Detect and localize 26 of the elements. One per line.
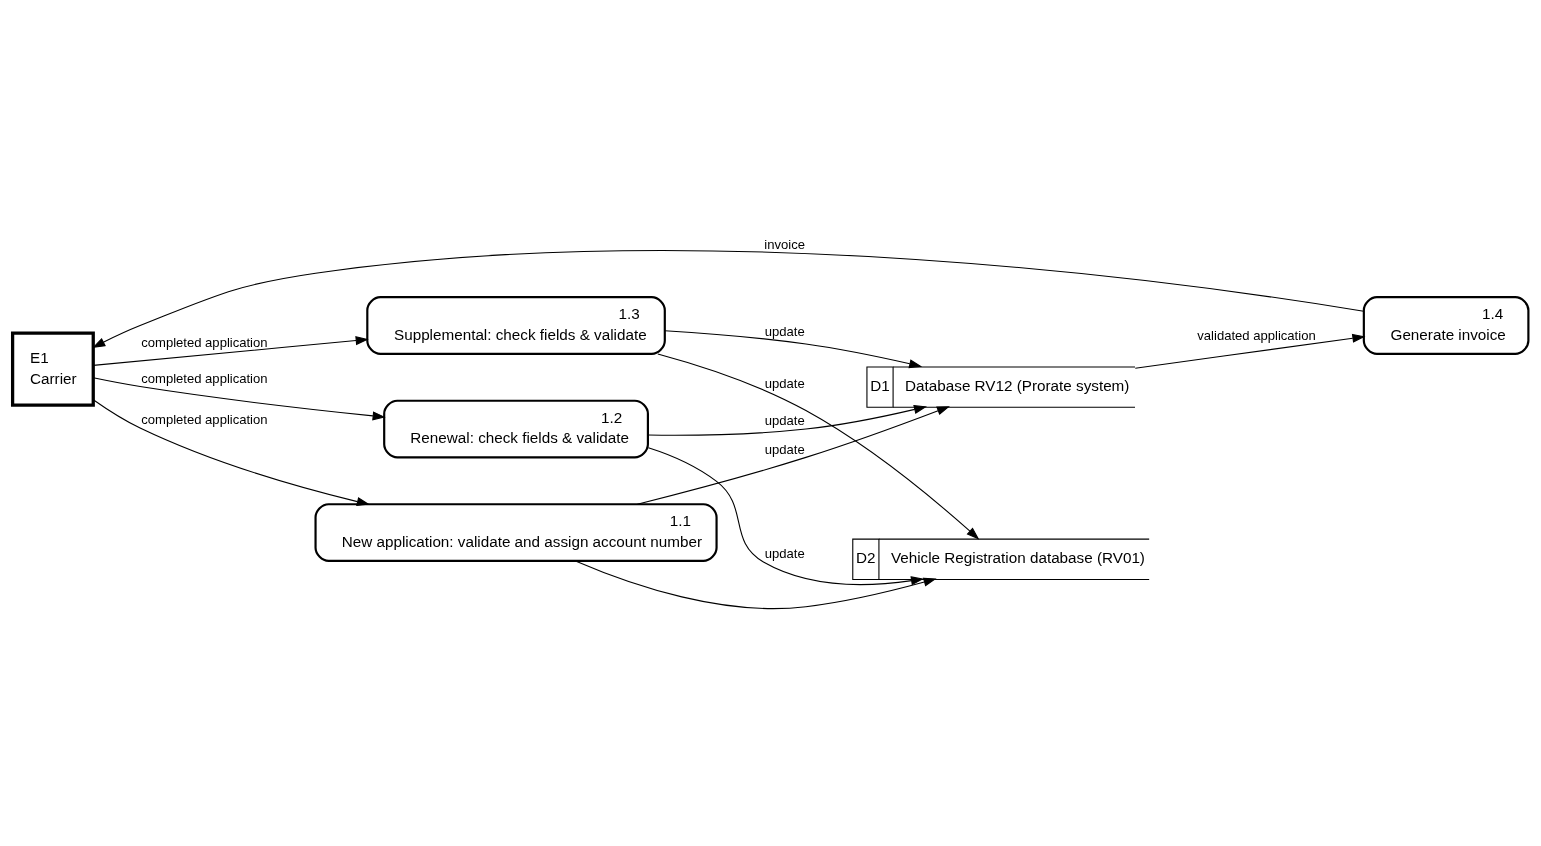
node-box: 1.3 Supplemental: check fields & validate [366,295,666,355]
node-box: E1 Carrier [10,331,95,407]
arrow [92,335,369,366]
edge-label: update [764,412,805,428]
arrow [92,376,386,420]
edge-label: completed application [141,334,268,350]
edge-label: update [764,441,805,457]
arrow [636,405,950,505]
node-box: 1.4 Generate invoice [1362,295,1530,355]
arrow [657,352,980,540]
node-box: 1.2 Renewal: check fields & validate [383,399,649,458]
arrow [664,329,923,368]
edge-label: completed application [141,411,268,427]
edge-label: validated application [1197,327,1316,343]
edge-label: update [764,375,805,391]
node-box: 1.1 New application: validate and assign account number [314,502,718,562]
arrow [93,398,370,506]
arrow [1134,333,1366,369]
edge-label: invoice [764,236,805,252]
edge-label: update [764,323,805,339]
arrow [92,249,1365,348]
arrow [574,559,937,609]
edge-label: completed application [141,370,268,386]
edge-label: update [764,545,805,561]
arrow [647,404,928,436]
arrow [647,446,925,585]
